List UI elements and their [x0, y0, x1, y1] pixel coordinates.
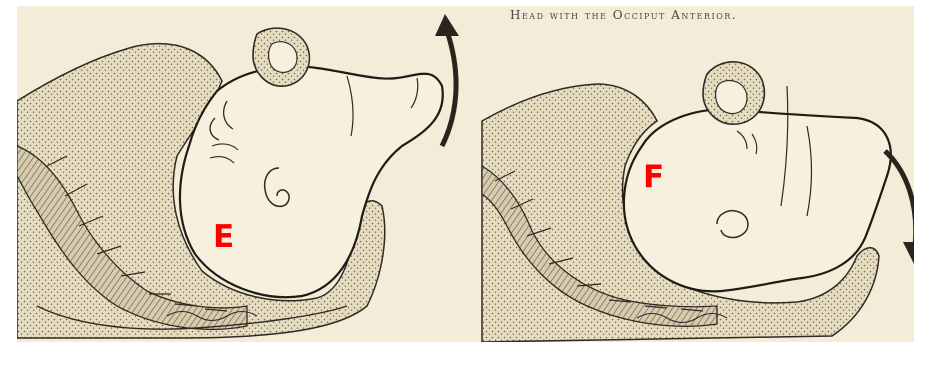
figure-label-e: E — [213, 222, 234, 253]
figure-label-f: F — [643, 162, 664, 193]
figure-caption: Head with the Occiput Anterior. — [510, 8, 737, 22]
figure-right-drawing — [482, 62, 914, 342]
illustration-plate — [17, 6, 914, 342]
anatomical-drawing — [17, 6, 914, 342]
figure-left-drawing — [17, 14, 459, 338]
